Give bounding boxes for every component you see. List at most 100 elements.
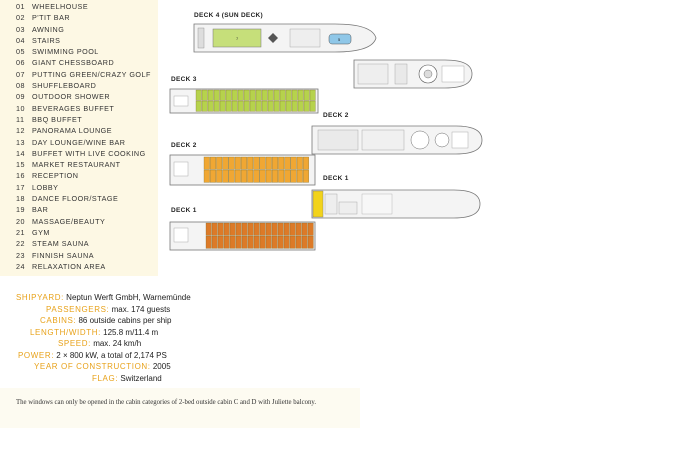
legend-label: BAR bbox=[32, 205, 49, 215]
cabin bbox=[228, 169, 235, 183]
legend-label: GIANT CHESSBOARD bbox=[32, 58, 115, 68]
legend-label: P'TIT BAR bbox=[32, 13, 71, 23]
deck1-plan-forward bbox=[311, 189, 481, 219]
legend-number: 22 bbox=[16, 239, 25, 249]
deck4-label: DECK 4 (SUN DECK) bbox=[194, 12, 264, 19]
cabin bbox=[296, 169, 303, 183]
cabin bbox=[279, 89, 286, 101]
cabin bbox=[216, 169, 223, 183]
cabin bbox=[201, 89, 208, 101]
cabin bbox=[303, 169, 309, 183]
legend-number: 18 bbox=[16, 194, 25, 204]
legend-item: 05 SWIMMING POOL bbox=[16, 46, 158, 57]
legend-number: 14 bbox=[16, 148, 25, 158]
legend-label: PUTTING GREEN/CRAZY GOLF bbox=[32, 69, 151, 79]
cabin bbox=[241, 156, 247, 170]
spec-value: 125.8 m/11.4 m bbox=[103, 327, 159, 337]
cabin bbox=[278, 169, 285, 183]
cabin bbox=[211, 235, 218, 249]
spec-row: SPEED: max. 24 km/h bbox=[16, 338, 276, 350]
legend-number: 16 bbox=[16, 171, 25, 181]
cabin bbox=[235, 222, 242, 236]
window-note: The windows can only be opened in the ca… bbox=[16, 399, 317, 406]
cabin bbox=[222, 169, 229, 183]
cabin bbox=[223, 235, 230, 249]
cabin bbox=[203, 169, 210, 183]
legend-number: 09 bbox=[16, 92, 25, 102]
cabin bbox=[203, 156, 210, 170]
legend-label: BUFFET WITH LIVE COOKING bbox=[32, 148, 146, 158]
cabin bbox=[249, 100, 256, 112]
cabin bbox=[265, 156, 272, 170]
deck2-plan-forward bbox=[311, 125, 483, 155]
cabin bbox=[307, 222, 314, 236]
cabin bbox=[253, 222, 260, 236]
legend-label: GYM bbox=[32, 227, 50, 237]
cabin bbox=[267, 89, 274, 101]
cabin bbox=[296, 156, 303, 170]
deck2-label: DECK 2 bbox=[171, 142, 197, 149]
legend-number: 01 bbox=[16, 2, 25, 11]
cabin bbox=[253, 156, 260, 170]
cabin bbox=[284, 169, 291, 183]
deck1-plan bbox=[169, 221, 316, 251]
legend-label: OUTDOOR SHOWER bbox=[32, 92, 111, 102]
cabin bbox=[195, 89, 202, 101]
cabin bbox=[278, 156, 285, 170]
cabin bbox=[297, 100, 304, 112]
legend-number: 19 bbox=[16, 205, 25, 215]
spec-value: Switzerland bbox=[120, 373, 162, 383]
legend-item: 14 BUFFET WITH LIVE COOKING bbox=[16, 148, 158, 159]
legend-label: BEVERAGES BUFFET bbox=[32, 103, 115, 113]
cabin bbox=[297, 89, 304, 101]
cabin bbox=[241, 222, 248, 236]
cabin bbox=[277, 235, 284, 249]
cabin bbox=[289, 235, 296, 249]
cabin bbox=[273, 100, 280, 112]
legend-label: LOBBY bbox=[32, 182, 59, 192]
cabin bbox=[309, 89, 316, 101]
legend-label: DANCE FLOOR/STAGE bbox=[32, 194, 119, 204]
cabin bbox=[201, 100, 208, 112]
spec-row: FLAG: Switzerland bbox=[16, 373, 276, 385]
cabin bbox=[289, 222, 296, 236]
legend-label: SWIMMING POOL bbox=[32, 47, 99, 57]
cabin bbox=[210, 156, 216, 170]
legend-number: 10 bbox=[16, 103, 25, 113]
legend-number: 05 bbox=[16, 47, 25, 57]
legend-label: BBQ BUFFET bbox=[32, 114, 83, 124]
cabin bbox=[285, 100, 292, 112]
cabin bbox=[267, 100, 274, 112]
cabin bbox=[309, 100, 316, 112]
cabin bbox=[231, 100, 238, 112]
legend-number: 24 bbox=[16, 261, 25, 271]
legend-item: 19 BAR bbox=[16, 204, 158, 215]
cabin bbox=[205, 235, 212, 249]
legend-label: PANORAMA LOUNGE bbox=[32, 126, 113, 136]
spec-value: 2005 bbox=[152, 362, 171, 371]
cabin bbox=[265, 169, 272, 183]
cabin bbox=[247, 235, 254, 249]
cabin bbox=[207, 100, 214, 112]
cabin bbox=[219, 100, 226, 112]
cabin bbox=[283, 235, 290, 249]
legend-label: SHUFFLEBOARD bbox=[32, 81, 97, 91]
cabin bbox=[210, 169, 216, 183]
spec-row: SHIPYARD: Neptun Werft GmbH, Warnemünde bbox=[16, 292, 276, 304]
cabin bbox=[228, 156, 235, 170]
cabin bbox=[247, 222, 254, 236]
cabin bbox=[279, 100, 286, 112]
cabin bbox=[234, 156, 241, 170]
cabin bbox=[213, 100, 220, 112]
cabin bbox=[259, 156, 266, 170]
cabin bbox=[235, 235, 242, 249]
cabin bbox=[290, 156, 297, 170]
